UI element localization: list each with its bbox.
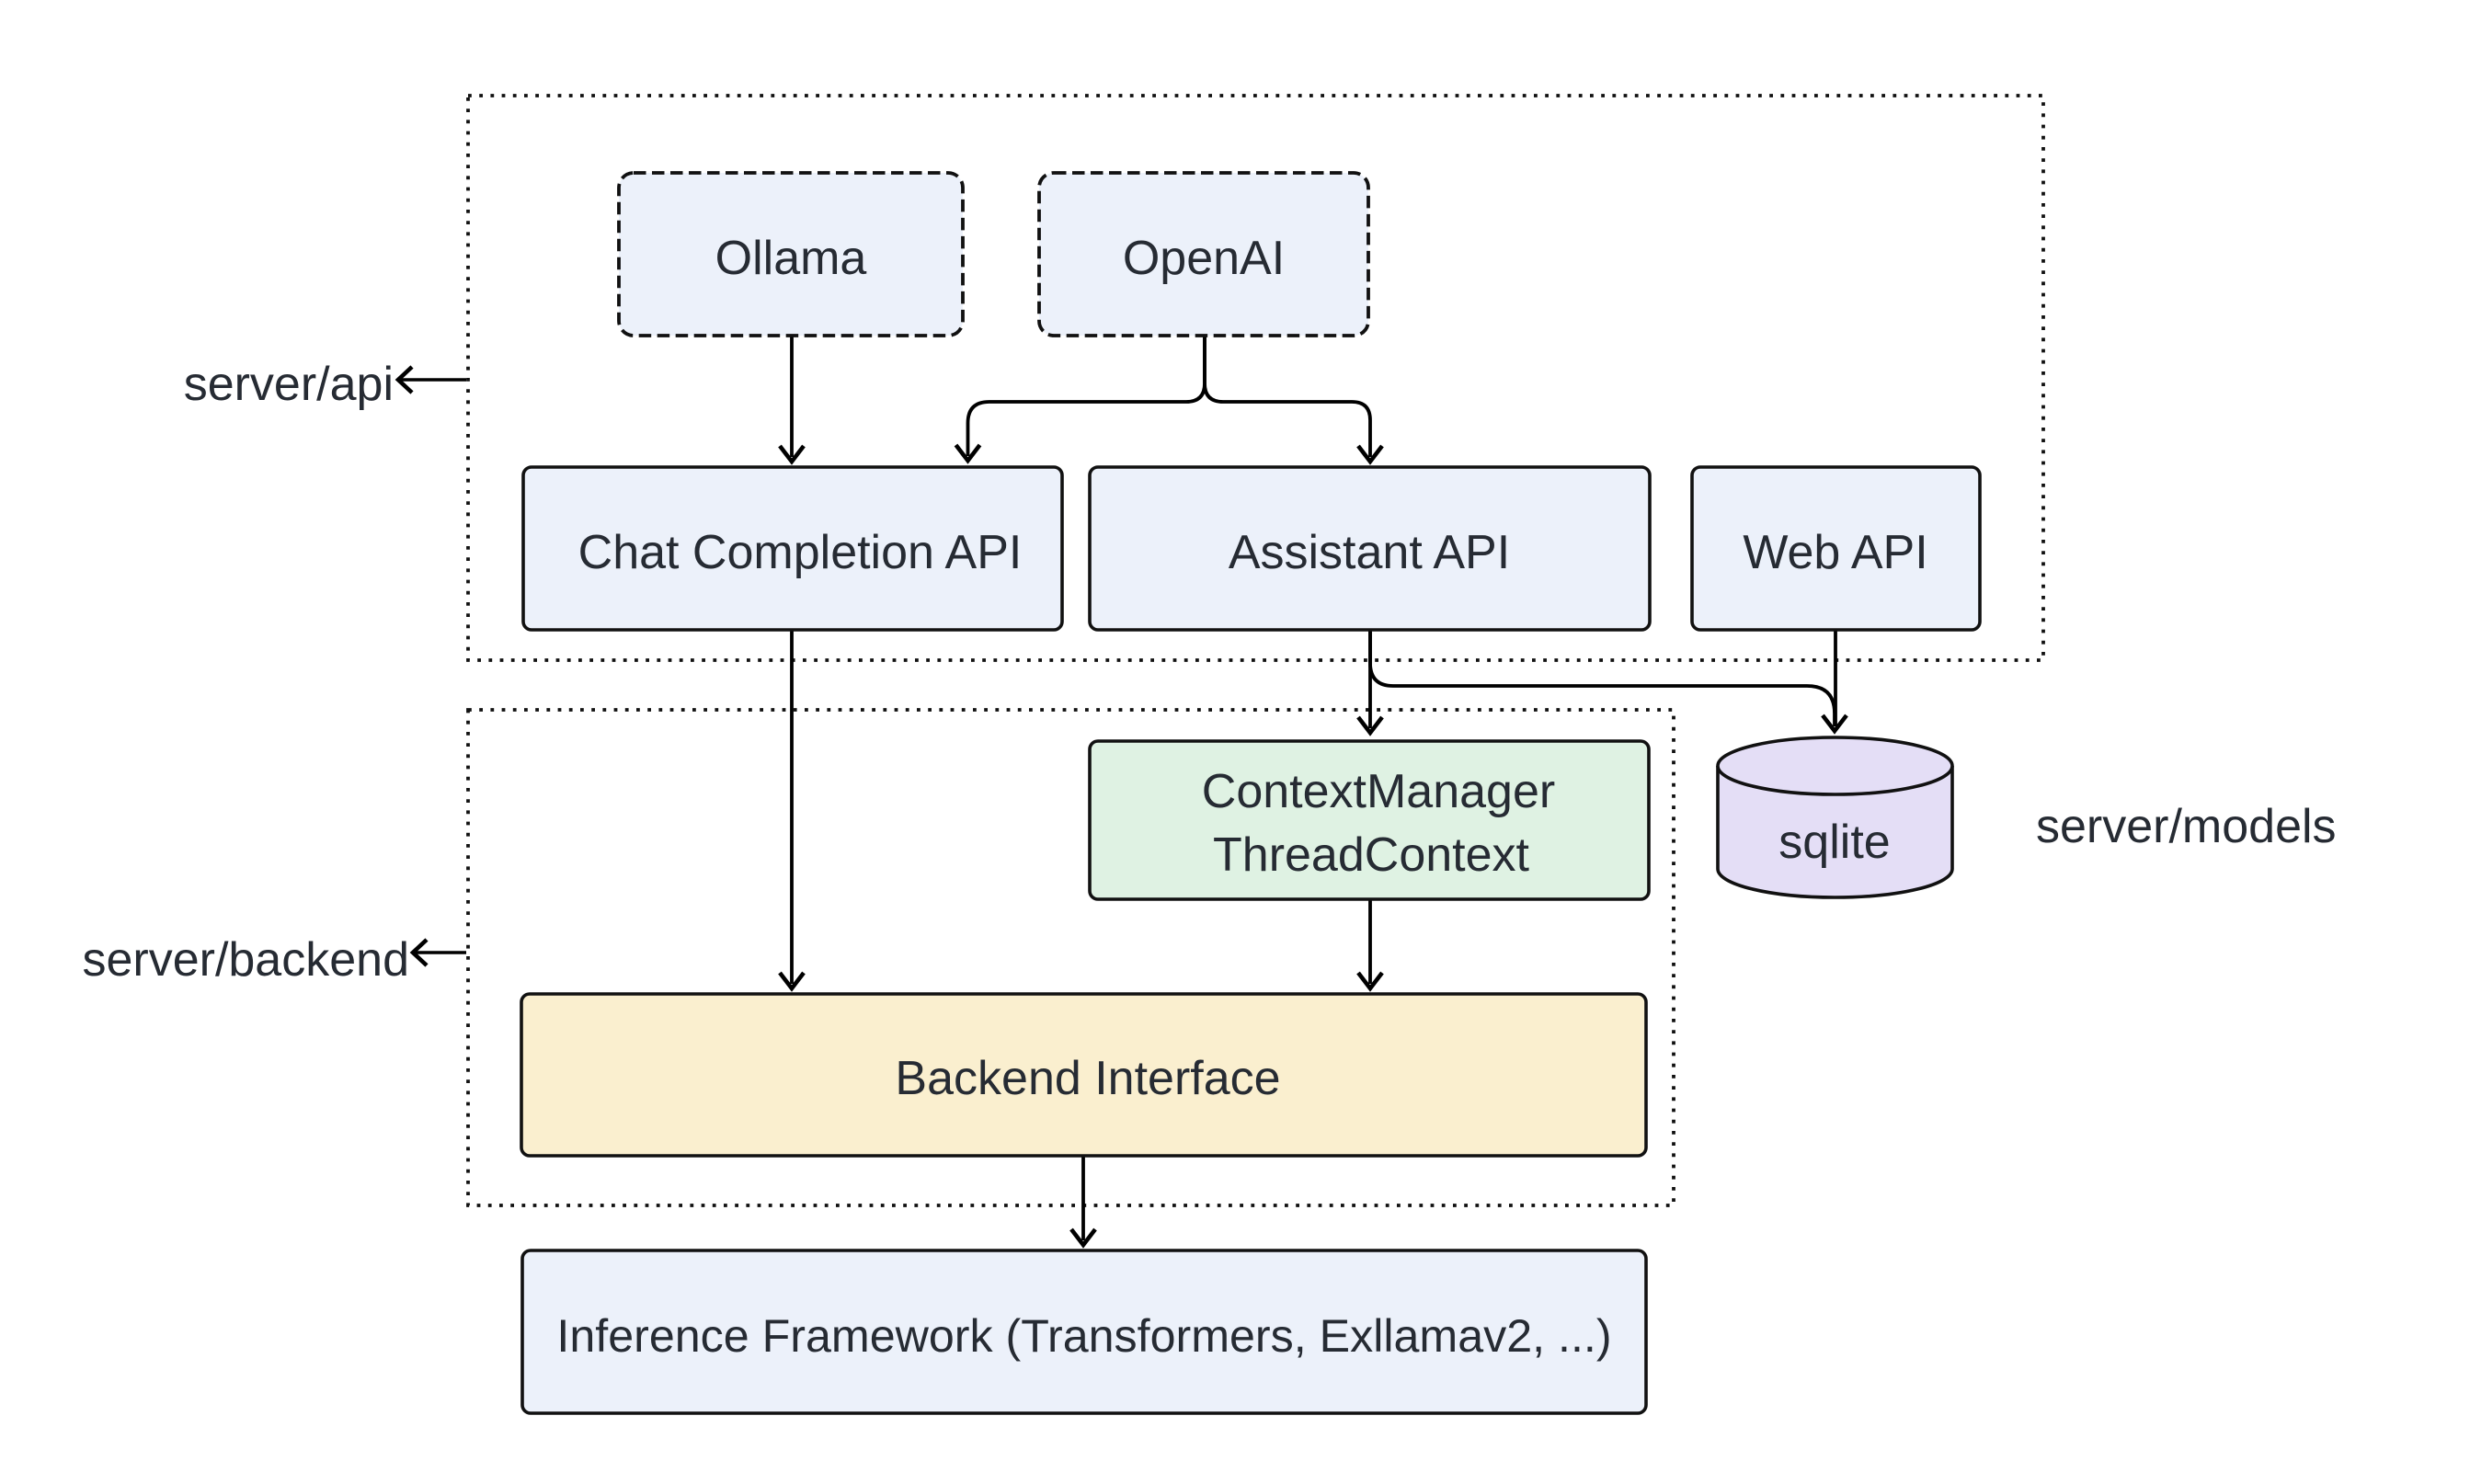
- svg-text:Web API: Web API: [1743, 526, 1927, 579]
- svg-text:Ollama: Ollama: [715, 232, 867, 285]
- svg-text:Assistant API: Assistant API: [1229, 526, 1510, 579]
- svg-text:OpenAI: OpenAI: [1123, 232, 1285, 285]
- svg-text:server/models: server/models: [2036, 800, 2337, 853]
- svg-text:server/backend: server/backend: [82, 933, 409, 987]
- svg-text:Inference Framework (Transform: Inference Framework (Transformers, Exlla…: [556, 1310, 1611, 1362]
- svg-text:Chat Completion API: Chat Completion API: [578, 526, 1023, 579]
- svg-text:sqlite: sqlite: [1778, 816, 1890, 869]
- svg-text:server/api: server/api: [184, 358, 394, 411]
- svg-text:Backend Interface: Backend Interface: [895, 1052, 1280, 1105]
- svg-text:ContextManager: ContextManager: [1202, 765, 1555, 818]
- svg-text:ThreadContext: ThreadContext: [1213, 828, 1530, 882]
